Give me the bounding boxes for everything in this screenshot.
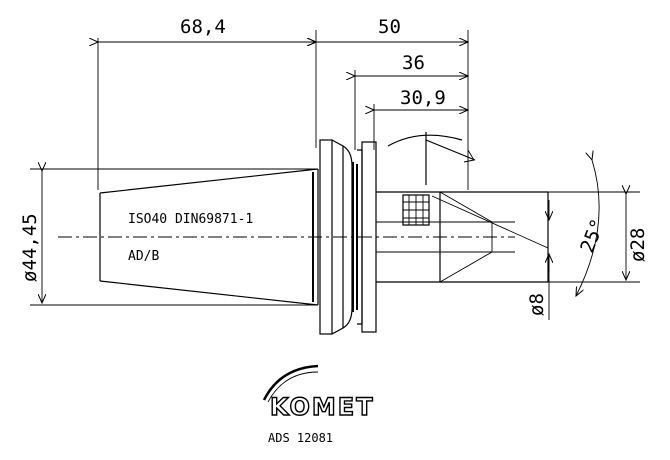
- komet-logo: KOMET: [262, 364, 375, 422]
- dim-angle-25: 25°: [576, 216, 609, 256]
- dim-diameter-44-45: ø44,45: [19, 213, 41, 282]
- dim-diameter-8: ø8: [526, 293, 548, 316]
- taper-spec-label: ISO40 DIN69871-1: [128, 212, 253, 227]
- dim-68-4: 68,4: [180, 16, 226, 38]
- dim-diameter-28: ø28: [627, 228, 649, 262]
- form-label: AD/B: [128, 249, 159, 264]
- rotation-arc: [387, 134, 463, 147]
- dim-30-9: 30,9: [400, 87, 446, 109]
- dimension-lines: [30, 30, 640, 320]
- taper-cone: [99, 168, 319, 306]
- dim-36: 36: [402, 52, 425, 74]
- part-code: ADS 12081: [268, 431, 333, 445]
- shank: [376, 132, 549, 283]
- logo-text: KOMET: [270, 393, 375, 421]
- flange: [319, 139, 377, 335]
- dim-50: 50: [378, 16, 401, 38]
